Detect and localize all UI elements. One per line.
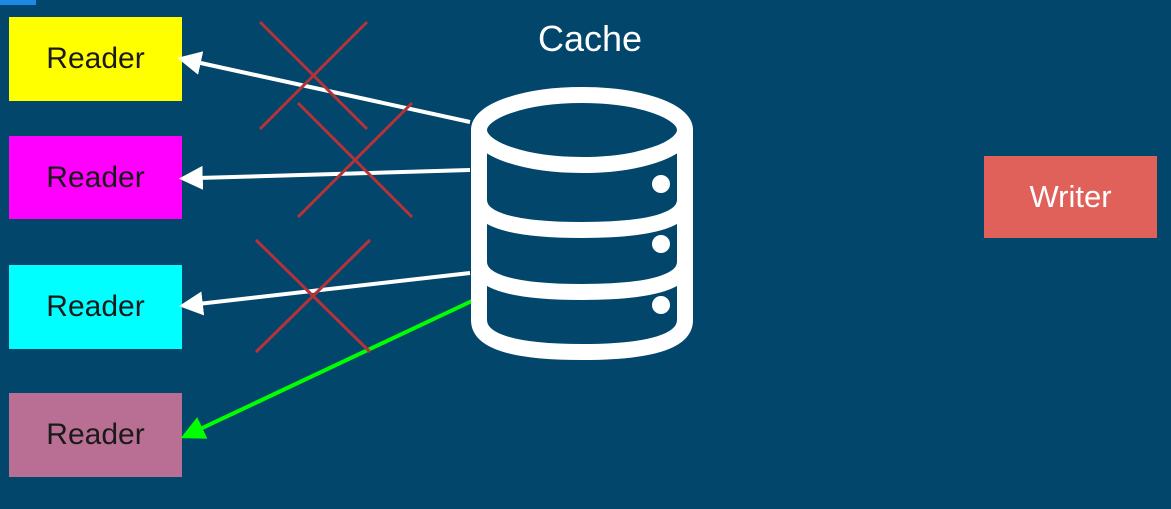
reader-box-4: Reader [9, 393, 182, 477]
cross-mark-2 [296, 101, 414, 219]
reader-label-2: Reader [46, 160, 145, 194]
reader-label-1: Reader [46, 42, 145, 75]
reader-box-3: Reader [9, 265, 182, 349]
database-dot-1 [652, 175, 670, 193]
database-dot-3 [652, 296, 670, 314]
database-icon [471, 87, 693, 361]
cross-mark-1 [258, 20, 369, 131]
arrow-to-reader-3 [178, 271, 471, 316]
arrow-to-reader-2 [178, 165, 471, 190]
writer-label: Writer [1029, 179, 1112, 214]
cross-mark-3 [254, 238, 372, 354]
reader-box-2: Reader [9, 136, 182, 219]
writer-box: Writer [984, 156, 1157, 238]
corner-tab [0, 0, 36, 5]
reader-label-4: Reader [46, 418, 145, 451]
cache-label: Cache [537, 18, 643, 59]
arrow-to-reader-1 [177, 51, 471, 124]
arrow-to-reader-4 [180, 298, 475, 439]
database-dot-2 [652, 235, 670, 253]
reader-box-1: Reader [9, 17, 182, 101]
reader-label-3: Reader [46, 290, 145, 323]
